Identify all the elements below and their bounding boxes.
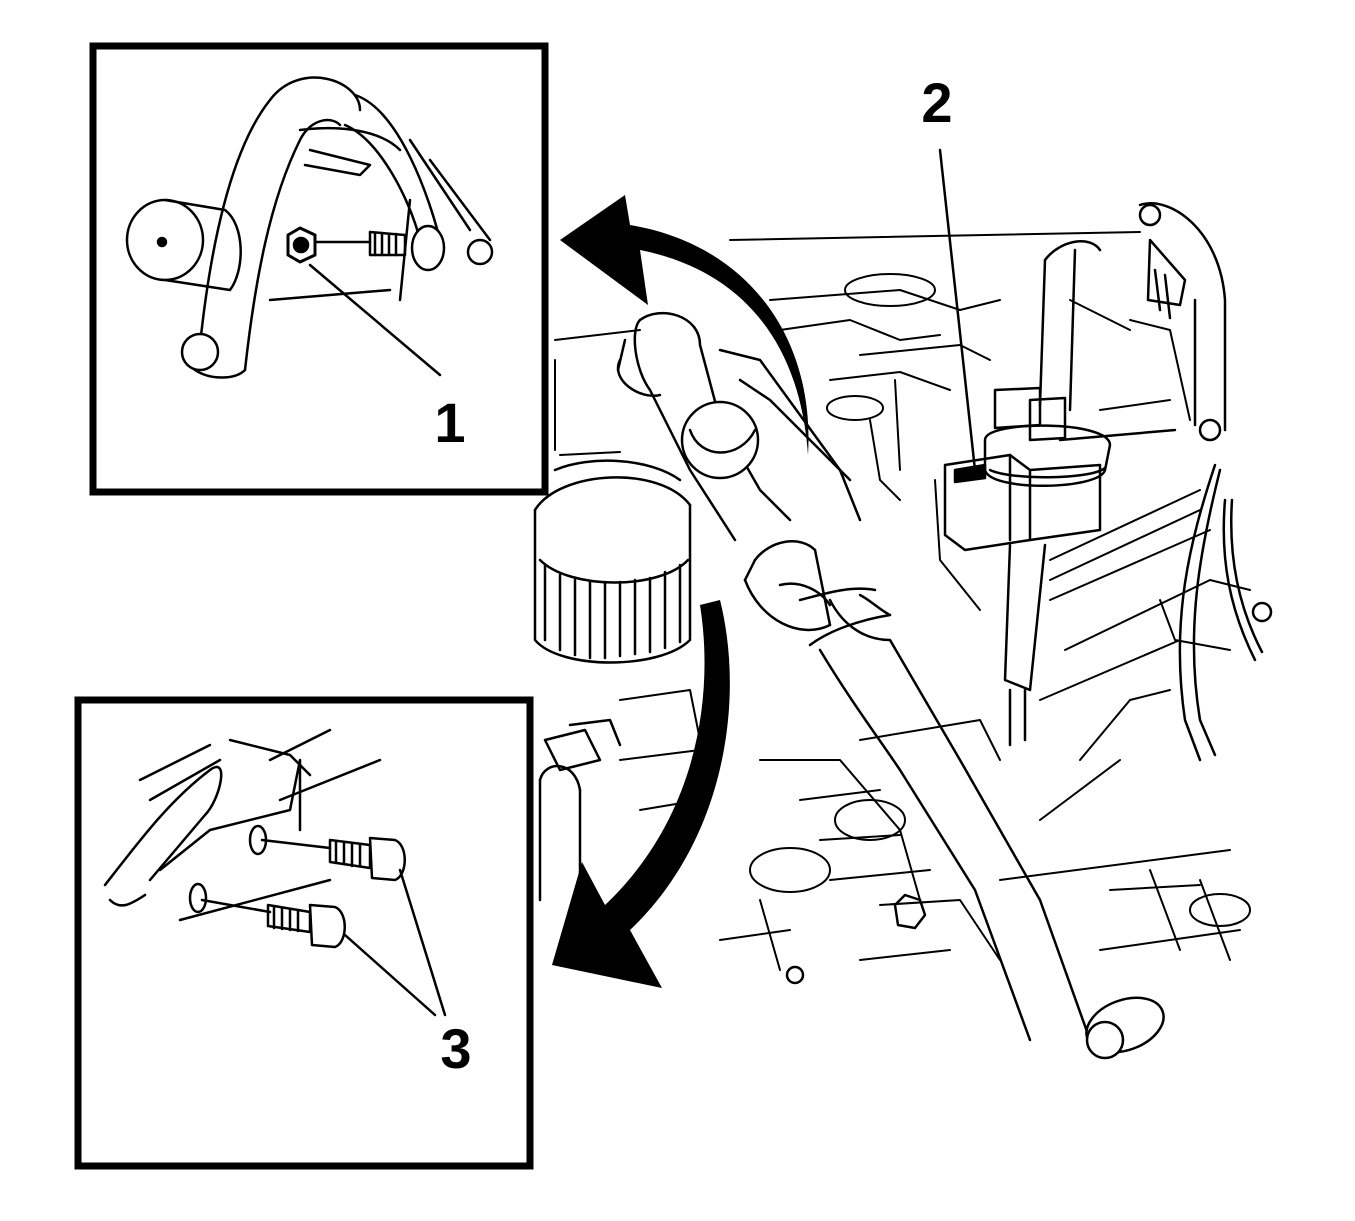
leader-line-3a (398, 868, 447, 1017)
radiator-hose (743, 540, 1165, 1060)
engine-bolt (785, 893, 927, 985)
callout-1: 1 (434, 391, 465, 454)
leader-line-1 (308, 263, 442, 377)
callout-2: 2 (921, 71, 952, 134)
inset-detail-bolts (74, 696, 534, 1170)
inset-frame-3 (74, 696, 534, 1170)
leader-line-3b (343, 933, 437, 1017)
upper-hose (616, 311, 862, 542)
oil-filler-cap (533, 459, 692, 664)
inset-detail-nut (89, 42, 549, 496)
callout-3: 3 (440, 1017, 471, 1080)
main-engine-view (533, 148, 1273, 1060)
curved-arrow-down (552, 600, 730, 988)
vacuum-lines (1178, 463, 1273, 762)
leader-line-2 (938, 148, 977, 472)
engine-outline-lines (554, 231, 1251, 971)
curved-arrow-up (560, 195, 809, 455)
